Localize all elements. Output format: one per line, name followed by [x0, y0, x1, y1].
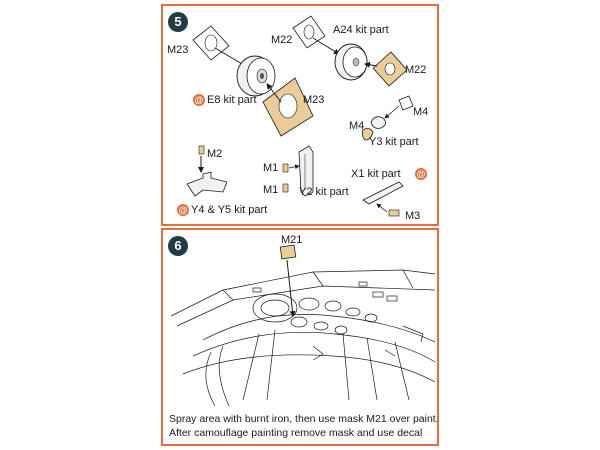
- step-6-badge: 6: [168, 236, 188, 256]
- mask-m1-top: [282, 163, 289, 173]
- kit-part-icon: @: [177, 204, 189, 216]
- caption-line-1: Spray area with burnt iron, then use mas…: [169, 413, 439, 425]
- mask-m2: [198, 145, 205, 155]
- mask-m3: [388, 209, 400, 217]
- wheel-a24: [334, 43, 368, 81]
- mask-m1-bottom: [282, 183, 289, 193]
- part-y3: [370, 116, 386, 129]
- mask-m4-left: [361, 128, 374, 141]
- label-m3: M3: [405, 210, 421, 222]
- label-y2: Y2 kit part: [299, 186, 349, 198]
- label-m23-bottom: M23: [303, 94, 325, 106]
- label-a24: A24 kit part: [333, 24, 389, 36]
- part-y4-y5: [186, 171, 228, 197]
- label-m4-right: M4: [413, 106, 429, 118]
- instruction-caption: Spray area with burnt iron, then use mas…: [169, 412, 439, 440]
- caption-line-2: After camouflage painting remove mask an…: [169, 427, 423, 439]
- label-m2: M2: [207, 148, 223, 160]
- kit-part-icon: @: [193, 94, 205, 106]
- label-m4-left: M4: [349, 120, 365, 132]
- mask-m4-right: [398, 95, 414, 111]
- step-5-badge: 5: [168, 12, 188, 32]
- label-e8: E8 kit part: [207, 94, 257, 106]
- label-m1-top: M1: [263, 162, 279, 174]
- step-6-illustration: [170, 244, 436, 407]
- kit-part-icon: @: [415, 168, 427, 180]
- label-m22-top: M22: [271, 34, 293, 46]
- wheel-e8: [236, 55, 276, 97]
- part-y2: [298, 145, 314, 197]
- label-y4-y5: Y4 & Y5 kit part: [191, 204, 268, 216]
- label-x1: X1 kit part: [351, 168, 401, 180]
- mask-m21: [279, 244, 297, 260]
- part-x1: [362, 181, 404, 205]
- label-m21: M21: [281, 234, 303, 246]
- label-m23-top: M23: [167, 44, 189, 56]
- label-y3: Y3 kit part: [369, 136, 419, 148]
- label-m22-right: M22: [405, 64, 427, 76]
- step-5-panel: 5: [161, 4, 439, 226]
- step-6-panel: 6: [161, 228, 439, 446]
- step-5-illustration: [186, 15, 414, 217]
- label-m1-bottom: M1: [263, 184, 279, 196]
